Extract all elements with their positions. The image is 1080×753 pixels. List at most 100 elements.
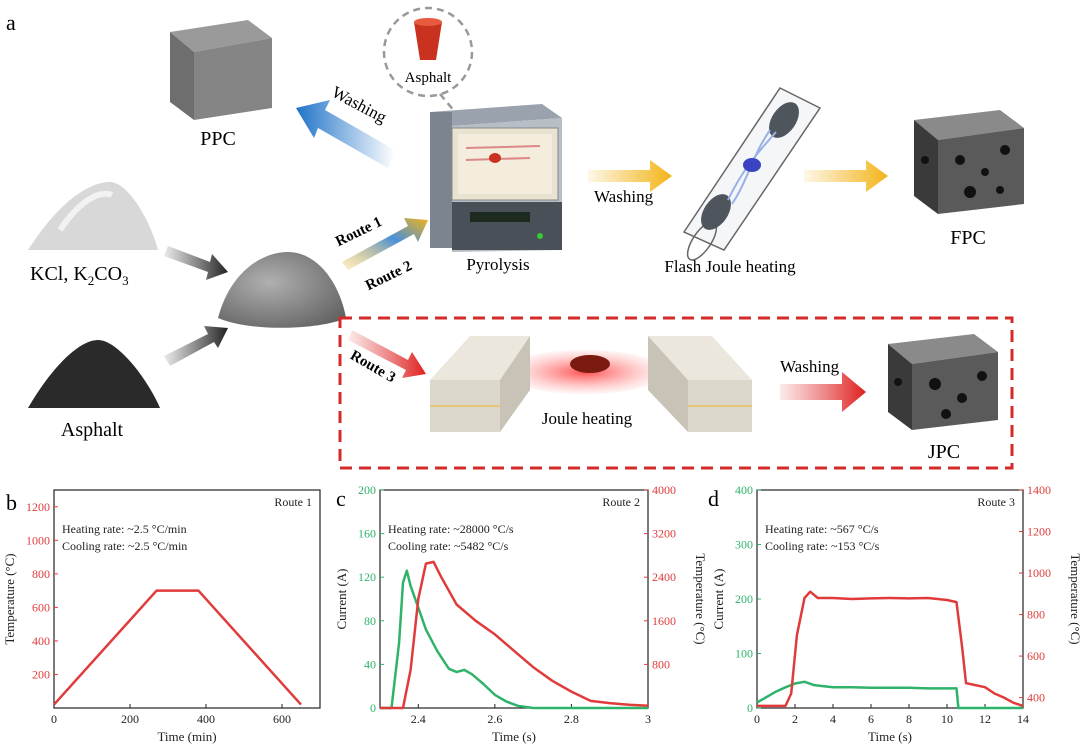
- joule-heating-label: Joule heating: [542, 409, 633, 428]
- kcl-pile: [28, 182, 158, 250]
- jpc-label: JPC: [928, 441, 960, 463]
- kcl-label: KCl, K2CO3: [30, 263, 129, 288]
- y-tick-label-left: 200: [735, 592, 753, 606]
- chart-annotation: Heating rate: ~28000 °C/s: [388, 522, 514, 536]
- y-tick-label-right: 1400: [1027, 483, 1051, 497]
- flash-joule-label: Flash Joule heating: [664, 257, 796, 276]
- series-temperature: [53, 589, 302, 706]
- x-tick-label: 4: [830, 712, 836, 726]
- route3-box: [338, 316, 1014, 470]
- chart-title: Route 1: [274, 495, 312, 509]
- y-tick-label-right: 1200: [1027, 525, 1051, 539]
- series-current: [756, 680, 1023, 710]
- y-tick-label-left: 160: [358, 527, 376, 541]
- mix-arrow-bottom: [164, 326, 228, 366]
- y-tick-label-left: 200: [32, 667, 50, 681]
- route12-arrow: [342, 218, 428, 270]
- x-axis-label: Time (s): [492, 729, 536, 744]
- y-tick-label-right: 2400: [652, 570, 676, 584]
- y-tick-label-left: 120: [358, 570, 376, 584]
- panel-label-c: c: [336, 486, 346, 511]
- x-tick-label: 6: [868, 712, 874, 726]
- chart-annotation: Cooling rate: ~2.5 °C/min: [62, 539, 187, 553]
- x-axis-label: Time (s): [868, 729, 912, 744]
- y-axis-label-left: Current (A): [334, 568, 349, 629]
- washing-arrow-yellow: [588, 160, 672, 192]
- y-tick-label-left: 400: [735, 483, 753, 497]
- y-tick-label-right: 600: [1027, 649, 1045, 663]
- chart-annotation: Heating rate: ~2.5 °C/min: [62, 522, 187, 536]
- mixture-pile: [218, 252, 346, 328]
- y-tick-label-right: 4000: [652, 483, 676, 497]
- x-axis-label: Time (min): [157, 729, 216, 744]
- y-tick-label-left: 100: [735, 647, 753, 661]
- y-tick-label-left: 200: [358, 483, 376, 497]
- chart-title: Route 2: [602, 495, 640, 509]
- x-tick-label: 3: [645, 712, 651, 726]
- y-axis-label-left: Temperature (°C): [2, 553, 17, 644]
- series-current: [380, 569, 648, 710]
- jpc-cube: [888, 334, 998, 430]
- x-tick-label: 600: [273, 712, 291, 726]
- chart-annotation: Heating rate: ~567 °C/s: [765, 522, 879, 536]
- joule-heating-device: [430, 336, 752, 432]
- chart-annotation: Cooling rate: ~153 °C/s: [765, 539, 880, 553]
- x-tick-label: 8: [906, 712, 912, 726]
- y-tick-label-left: 80: [364, 614, 376, 628]
- y-tick-label-right: 400: [1027, 691, 1045, 705]
- x-tick-label: 2.6: [487, 712, 502, 726]
- washing-red-label: Washing: [780, 357, 840, 376]
- y-tick-label-left: 0: [370, 701, 376, 715]
- x-tick-label: 14: [1017, 712, 1029, 726]
- x-tick-label: 2.8: [564, 712, 579, 726]
- y-tick-label-right: 800: [1027, 608, 1045, 622]
- y-axis-label-left: Current (A): [711, 568, 726, 629]
- route3-arrow: [348, 330, 426, 378]
- x-tick-label: 2.4: [411, 712, 426, 726]
- asphalt-pile: [28, 340, 160, 408]
- y-tick-label-left: 400: [32, 634, 50, 648]
- y-tick-label-left: 0: [747, 701, 753, 715]
- y-axis-label-right: Temperature (°C): [693, 553, 708, 644]
- x-tick-label: 0: [51, 712, 57, 726]
- y-tick-label-right: 800: [652, 657, 670, 671]
- y-tick-label-left: 300: [735, 538, 753, 552]
- y-tick-label-left: 1000: [26, 533, 50, 547]
- series-temperature: [380, 560, 649, 710]
- panel-label-b: b: [6, 490, 17, 515]
- plot-frame: [53, 489, 321, 709]
- y-tick-label-left: 600: [32, 600, 50, 614]
- mix-arrow-top: [164, 246, 228, 280]
- y-tick-label-left: 1200: [26, 500, 50, 514]
- x-tick-label: 200: [121, 712, 139, 726]
- fpc-label: FPC: [950, 227, 986, 249]
- asphalt-label: Asphalt: [61, 419, 124, 441]
- y-tick-label-right: 3200: [652, 527, 676, 541]
- y-tick-label-right: 1600: [652, 614, 676, 628]
- washing-arrow-blue: [296, 100, 395, 168]
- y-tick-label-right: 1000: [1027, 566, 1051, 580]
- ppc-cube: [170, 20, 272, 120]
- ppc-label: PPC: [200, 128, 236, 150]
- pyrolysis-label: Pyrolysis: [466, 255, 529, 274]
- washing-arrow-red: [780, 372, 866, 412]
- y-tick-label-left: 40: [364, 657, 376, 671]
- x-tick-label: 2: [792, 712, 798, 726]
- x-tick-label: 12: [979, 712, 991, 726]
- chart-route2: 2.4 2.6 2.8 3 0 40 80 120 160 200 800 1600 2400 3200 4…: [334, 483, 708, 744]
- plot-frame: [379, 489, 649, 709]
- flash-joule-tube: [682, 87, 822, 261]
- y-axis-label-right: Temperature (°C): [1068, 553, 1080, 644]
- arrow-to-fpc: [804, 160, 888, 192]
- series-temperature: [757, 590, 1024, 708]
- x-tick-label: 0: [754, 712, 760, 726]
- x-tick-label: 400: [197, 712, 215, 726]
- chart-annotation: Cooling rate: ~5482 °C/s: [388, 539, 509, 553]
- panel-label-d: d: [708, 486, 719, 511]
- furnace: [430, 104, 562, 252]
- asphalt-callout-label: Asphalt: [405, 70, 452, 86]
